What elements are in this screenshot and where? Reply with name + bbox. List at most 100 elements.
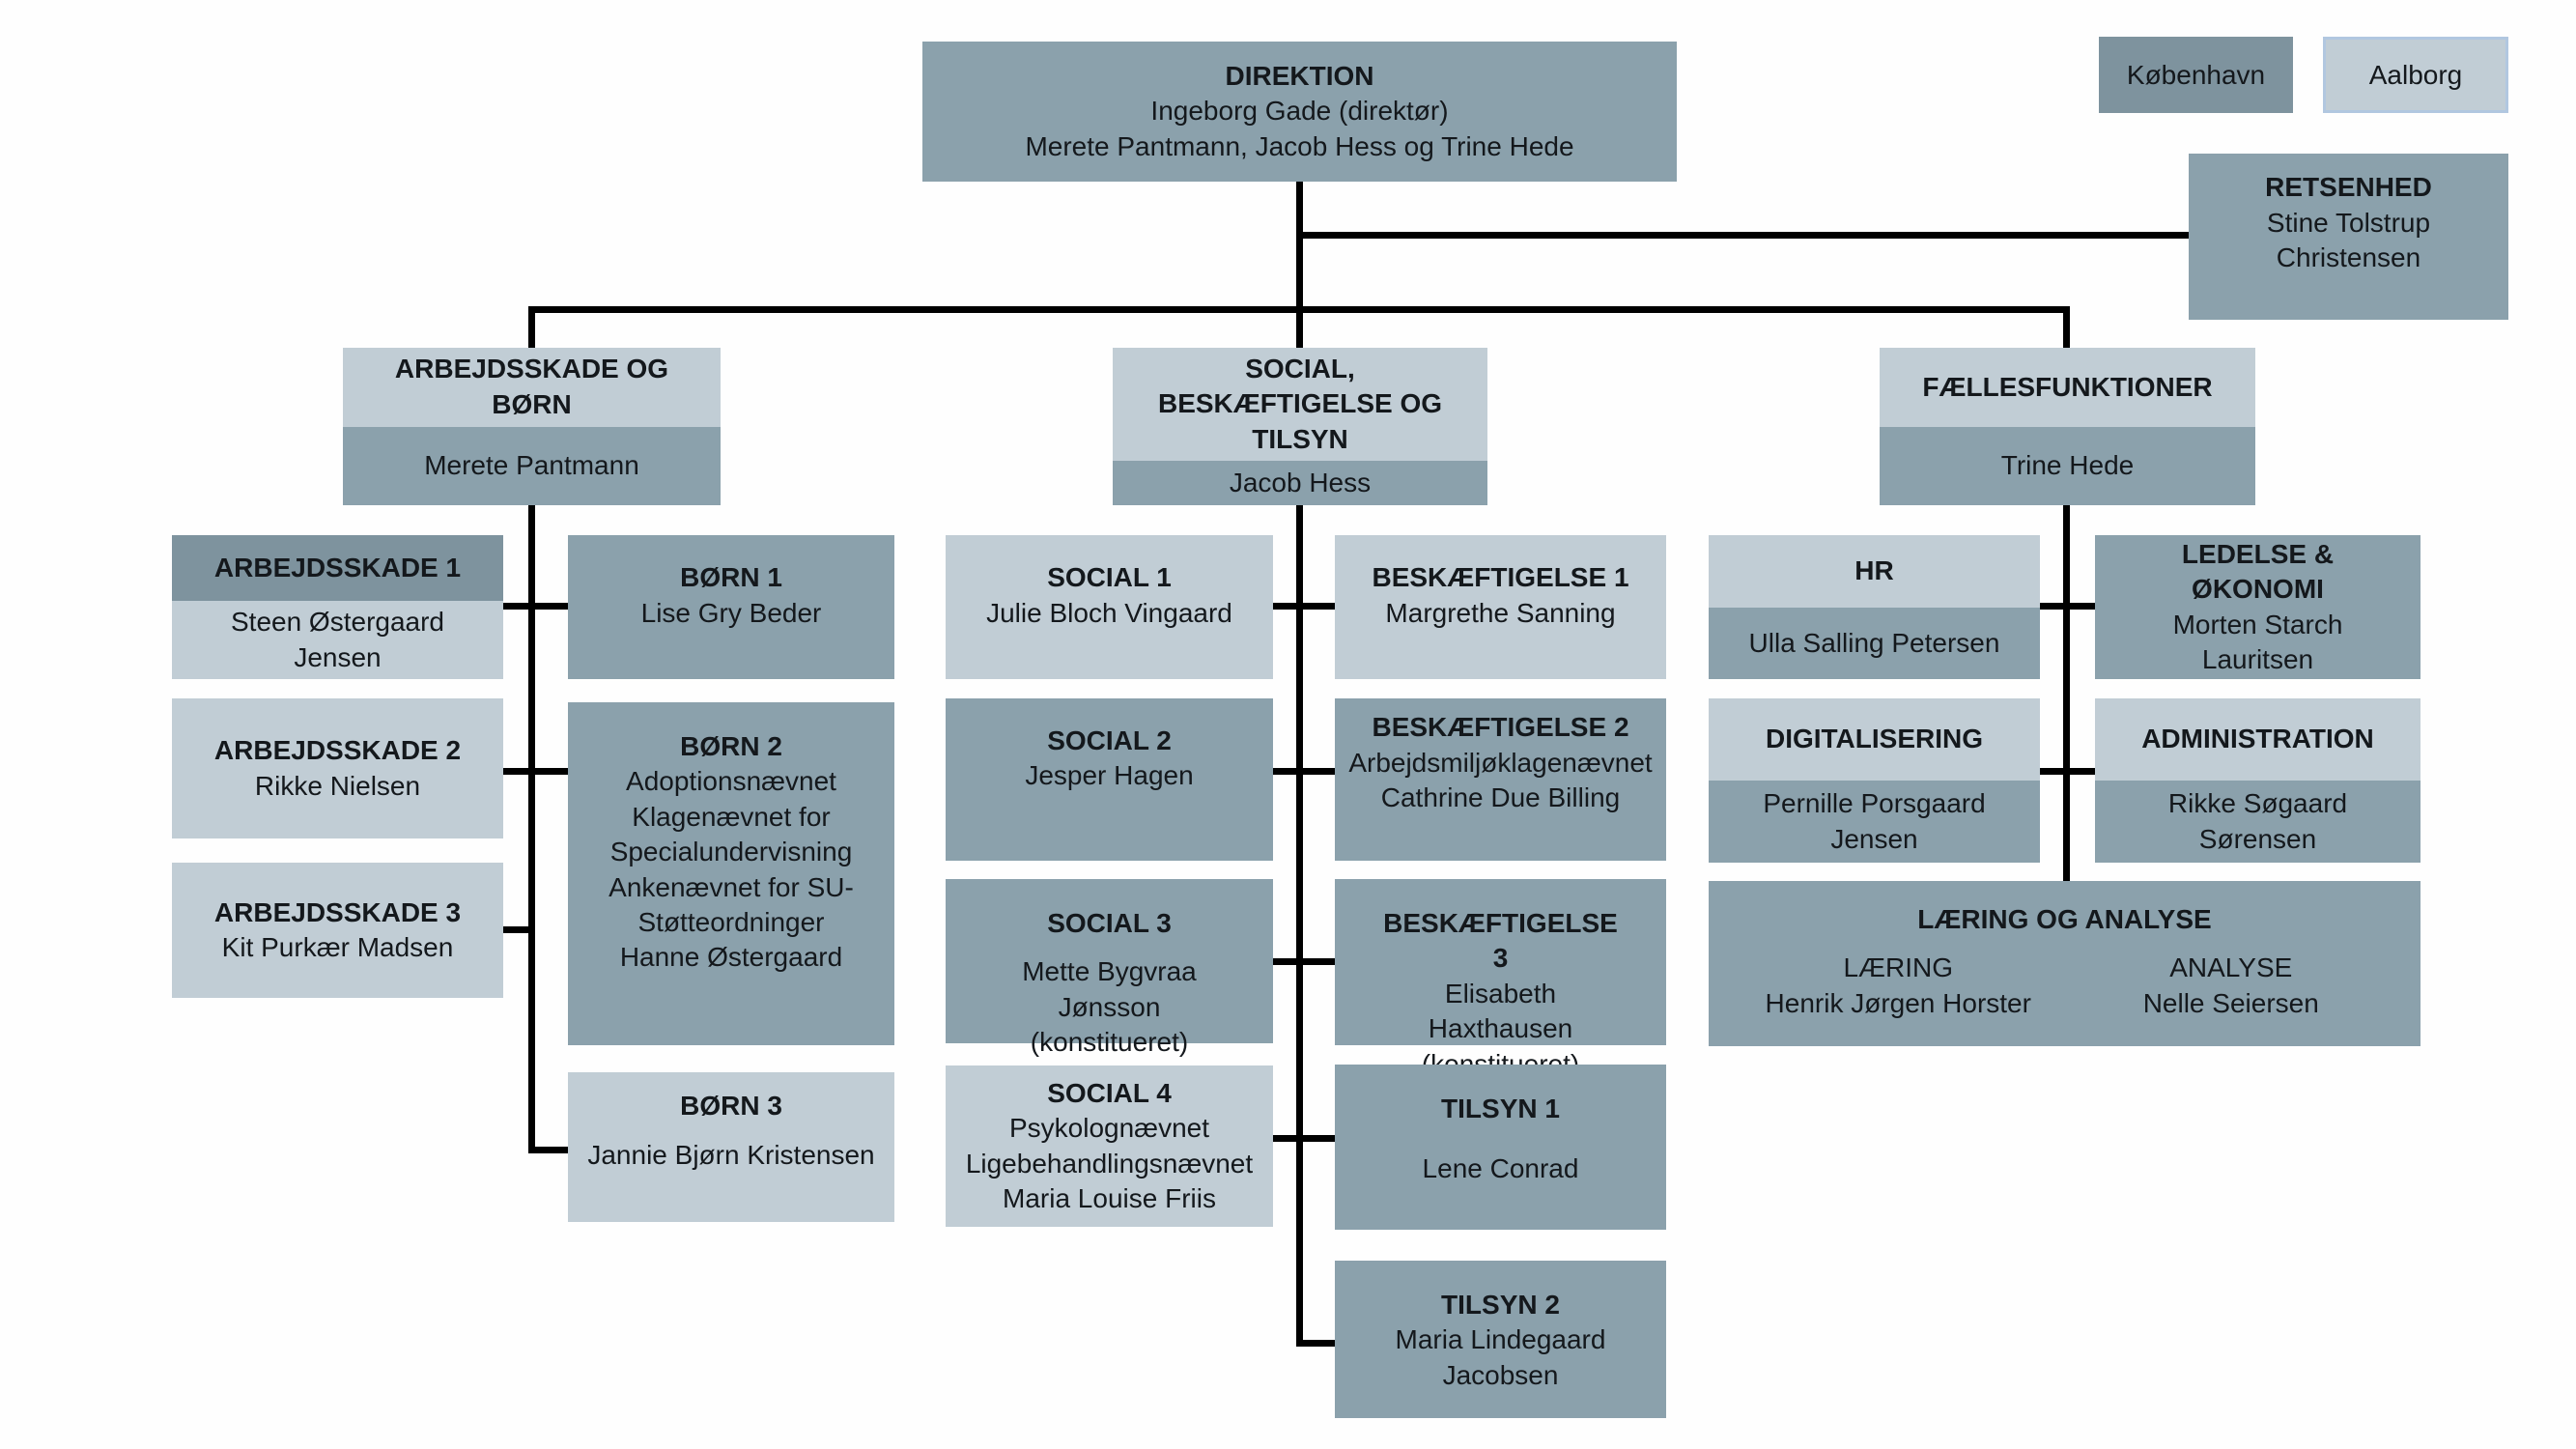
node-title: ARBEJDSSKADE 1 <box>213 552 462 582</box>
node-text: Psykolognævnet Ligebehandlingsnævnet Mar… <box>965 1113 1254 1213</box>
node-title: BESKÆFTIGELSE 1 <box>1372 562 1629 593</box>
node-title: DIGITALISERING <box>1765 724 1984 754</box>
node-text: Jesper Hagen <box>1025 760 1194 790</box>
node-title: BESKÆFTIGELSE 3 <box>1383 908 1618 974</box>
node-text: Lise Gry Beder <box>640 597 822 628</box>
node-hr: HR Ulla Salling Petersen <box>1709 535 2040 679</box>
node-text: Mette Bygvraa Jønsson (konstitueret) <box>1022 956 1197 1058</box>
laering-analyse-columns: LÆRING Henrik Jørgen Horster ANALYSE Nel… <box>1732 951 2397 1021</box>
connector-line <box>528 1147 568 1153</box>
connector-line <box>1296 1340 1335 1347</box>
legend-kobenhavn-label: København <box>2126 59 2266 90</box>
branch2-title-section: SOCIAL, BESKÆFTIGELSE OG TILSYN <box>1113 348 1487 462</box>
node-text: Lene Conrad <box>1422 1153 1579 1184</box>
connector-line <box>1273 768 1335 775</box>
node-born3: BØRN 3 Jannie Bjørn Kristensen <box>568 1072 894 1222</box>
node-text: Jannie Bjørn Kristensen <box>587 1139 875 1170</box>
node-text: Ulla Salling Petersen <box>1748 627 2000 658</box>
node-text: Steen Østergaard Jensen <box>230 607 445 672</box>
laering-column: LÆRING Henrik Jørgen Horster <box>1732 951 2065 1021</box>
node-social2: SOCIAL 2 Jesper Hagen <box>946 698 1273 861</box>
connector-line <box>1273 603 1335 610</box>
node-text: Stine Tolstrup Christensen <box>2266 207 2431 273</box>
administration-name-section: Rikke Søgaard Sørensen <box>2095 781 2420 863</box>
node-administration: ADMINISTRATION Rikke Søgaard Sørensen <box>2095 698 2420 863</box>
node-text: Margrethe Sanning <box>1385 597 1616 628</box>
connector-line <box>503 603 535 610</box>
node-laering-og-analyse: LÆRING OG ANALYSE LÆRING Henrik Jørgen H… <box>1709 881 2420 1046</box>
connector-line <box>2063 505 2070 881</box>
node-branch1-header: ARBEJDSSKADE OG BØRN Merete Pantmann <box>343 348 721 505</box>
node-text: Merete Pantmann, Jacob Hess og Trine Hed… <box>1025 130 1574 161</box>
node-social3: SOCIAL 3 Mette Bygvraa Jønsson (konstitu… <box>946 879 1273 1057</box>
node-title: SOCIAL, BESKÆFTIGELSE OG TILSYN <box>1157 354 1443 454</box>
connector-line <box>528 603 568 610</box>
node-title: SOCIAL 3 <box>1047 908 1172 938</box>
branch3-manager-section: Trine Hede <box>1880 426 2255 505</box>
branch1-manager-section: Merete Pantmann <box>343 426 721 505</box>
node-title: BESKÆFTIGELSE 2 <box>1372 712 1629 743</box>
node-title: ARBEJDSSKADE 2 <box>213 735 462 766</box>
node-text: Trine Hede <box>2000 450 2135 481</box>
node-title: ADMINISTRATION <box>2141 724 2374 754</box>
node-title: SOCIAL 1 <box>1047 562 1172 593</box>
node-beskaeftigelse3: BESKÆFTIGELSE 3 Elisabeth Haxthausen (ko… <box>1335 879 1666 1079</box>
node-direktion: DIREKTION Ingeborg Gade (direktør) Meret… <box>922 42 1677 182</box>
connector-line <box>528 505 535 1153</box>
legend-kobenhavn: København <box>2099 37 2293 113</box>
node-text: Jacob Hess <box>1229 467 1372 497</box>
node-subtitle: LÆRING <box>1843 952 1954 983</box>
connector-line <box>528 306 535 348</box>
node-text: Adoptionsnævnet Klagenævnet for Specialu… <box>609 766 854 973</box>
node-text: Kit Purkær Madsen <box>221 932 454 962</box>
legend-aalborg: Aalborg <box>2323 37 2508 113</box>
node-title: LÆRING OG ANALYSE <box>1917 904 2212 934</box>
connector-line <box>1273 958 1335 965</box>
digitalisering-name-section: Pernille Porsgaard Jensen <box>1709 781 2040 863</box>
node-social1: SOCIAL 1 Julie Bloch Vingaard <box>946 535 1273 679</box>
connector-line <box>2063 306 2070 348</box>
node-title: DIREKTION <box>1225 60 1374 91</box>
node-title: HR <box>1854 555 1894 586</box>
node-tilsyn2: TILSYN 2 Maria Lindegaard Jacobsen <box>1335 1261 1666 1418</box>
node-born2: BØRN 2 Adoptionsnævnet Klagenævnet for S… <box>568 702 894 1045</box>
node-title: LEDELSE & ØKONOMI <box>2181 538 2335 605</box>
node-title: BØRN 3 <box>680 1091 782 1122</box>
administration-title-section: ADMINISTRATION <box>2095 698 2420 781</box>
node-title: SOCIAL 2 <box>1047 724 1172 755</box>
legend-aalborg-label: Aalborg <box>2368 59 2463 90</box>
connector-line <box>1296 182 1303 313</box>
connector-line <box>1296 505 1303 1347</box>
node-text: Henrik Jørgen Horster <box>1765 987 2031 1018</box>
node-beskaeftigelse2: BESKÆFTIGELSE 2 Arbejdsmiljøklagenævnet … <box>1335 698 1666 861</box>
arbejdsskade1-name-section: Steen Østergaard Jensen <box>172 601 503 679</box>
node-branch3-header: FÆLLESFUNKTIONER Trine Hede <box>1880 348 2255 505</box>
node-title: ARBEJDSSKADE OG BØRN <box>394 354 669 419</box>
node-text: Pernille Porsgaard Jensen <box>1763 788 1986 854</box>
hr-name-section: Ulla Salling Petersen <box>1709 607 2040 679</box>
node-text: Ingeborg Gade (direktør) <box>1150 96 1449 127</box>
connector-line <box>528 768 568 775</box>
node-social4: SOCIAL 4 Psykolognævnet Ligebehandlingsn… <box>946 1065 1273 1227</box>
node-arbejdsskade3: ARBEJDSSKADE 3 Kit Purkær Madsen <box>172 863 503 998</box>
node-text: Rikke Søgaard Sørensen <box>2167 788 2348 854</box>
node-text: Rikke Nielsen <box>254 770 421 801</box>
node-title: SOCIAL 4 <box>1047 1077 1172 1108</box>
node-subtitle: ANALYSE <box>2169 952 2293 983</box>
node-text: Julie Bloch Vingaard <box>986 597 1232 628</box>
connector-line <box>1296 232 2189 239</box>
branch3-title-section: FÆLLESFUNKTIONER <box>1880 348 2255 427</box>
connector-line <box>1296 306 1303 348</box>
node-text: Nelle Seiersen <box>2142 987 2319 1018</box>
node-text: Arbejdsmiljøklagenævnet Cathrine Due Bil… <box>1348 747 1653 813</box>
node-text: Maria Lindegaard Jacobsen <box>1395 1324 1606 1390</box>
node-arbejdsskade1: ARBEJDSSKADE 1 Steen Østergaard Jensen <box>172 535 503 679</box>
node-born1: BØRN 1 Lise Gry Beder <box>568 535 894 679</box>
node-tilsyn1: TILSYN 1 Lene Conrad <box>1335 1065 1666 1230</box>
node-arbejdsskade2: ARBEJDSSKADE 2 Rikke Nielsen <box>172 698 503 838</box>
connector-line <box>2040 603 2095 610</box>
digitalisering-title-section: DIGITALISERING <box>1709 698 2040 781</box>
node-title: TILSYN 1 <box>1441 1094 1560 1123</box>
analyse-column: ANALYSE Nelle Seiersen <box>2065 951 2398 1021</box>
node-title: BØRN 1 <box>680 562 782 593</box>
